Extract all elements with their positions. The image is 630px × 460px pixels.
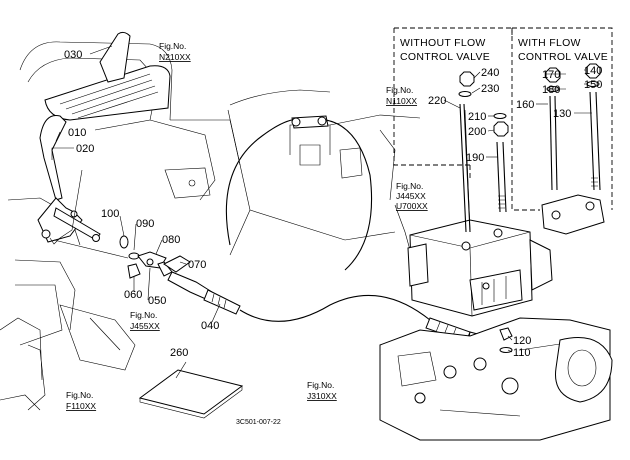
- part-label-150: 150: [584, 79, 602, 91]
- fig-ref-j445-line2: J445XX: [396, 191, 426, 201]
- without-flow-header-line1: WITHOUT FLOW: [400, 37, 486, 49]
- part-label-180: 180: [542, 84, 560, 96]
- part-labels: 030 010 020 100 090 080 070 060 050 040 …: [64, 49, 602, 359]
- figure-references: Fig.No. N210XX Fig.No. N110XX Fig.No. J4…: [66, 41, 428, 411]
- bolt-set-without-flow: [458, 71, 509, 233]
- part-label-040: 040: [201, 320, 219, 332]
- part-label-110: 110: [513, 347, 531, 359]
- fig-ref-j455-line1: Fig.No.: [130, 310, 157, 320]
- operator-manual-260: [138, 369, 244, 419]
- cable-clamp: [291, 115, 329, 129]
- drawing-code: 3C501-007-22: [236, 419, 281, 426]
- fig-ref-n210-line1: Fig.No.: [159, 41, 186, 51]
- part-label-120: 120: [513, 335, 531, 347]
- part-label-050: 050: [148, 295, 166, 307]
- part-label-080: 080: [162, 234, 180, 246]
- part-label-100: 100: [101, 208, 119, 220]
- without-flow-header-line2: CONTROL VALVE: [400, 51, 490, 63]
- fig-ref-n210-line2: N210XX: [159, 52, 191, 62]
- transmission-housing: [379, 317, 613, 441]
- part-label-130: 130: [553, 108, 571, 120]
- part-label-020: 020: [76, 143, 94, 155]
- part-label-170: 170: [542, 69, 560, 81]
- fig-ref-j310-line2: J310XX: [307, 391, 337, 401]
- fig-ref-j445-line3: U700XX: [396, 201, 428, 211]
- part-label-010: 010: [68, 127, 86, 139]
- part-label-230: 230: [481, 83, 499, 95]
- flow-control-valve-cover: [541, 194, 605, 235]
- part-label-090: 090: [136, 218, 154, 230]
- fig-ref-f110-line1: Fig.No.: [66, 390, 93, 400]
- part-label-030: 030: [64, 49, 82, 61]
- fig-ref-j445-line1: Fig.No.: [396, 181, 423, 191]
- part-label-210: 210: [468, 111, 486, 123]
- hydraulic-lever: [37, 114, 101, 243]
- floor-plate-030: [44, 31, 171, 121]
- part-label-160: 160: [516, 99, 534, 111]
- part-label-220: 220: [428, 95, 446, 107]
- with-flow-header-line2: CONTROL VALVE: [518, 51, 608, 63]
- control-valve-block: [407, 219, 553, 317]
- fig-ref-j310-line1: Fig.No.: [307, 380, 334, 390]
- fig-ref-n110-line2: N110XX: [386, 96, 417, 106]
- bolt-set-with-flow: [545, 63, 601, 191]
- part-label-190: 190: [466, 152, 484, 164]
- part-label-140: 140: [584, 65, 602, 77]
- linkage-small-parts: [119, 235, 191, 279]
- fig-ref-j455-line2: J455XX: [130, 321, 160, 331]
- variant-frames: [393, 27, 613, 211]
- part-label-240: 240: [481, 67, 499, 79]
- with-flow-header-line1: WITH FLOW: [518, 37, 581, 49]
- part-label-070: 070: [188, 259, 206, 271]
- fig-ref-f110-line2: F110XX: [66, 401, 96, 411]
- part-label-200: 200: [468, 126, 486, 138]
- part-label-060: 060: [124, 289, 142, 301]
- part-label-260: 260: [170, 347, 188, 359]
- fig-ref-n110-line1: Fig.No.: [386, 85, 413, 95]
- leader-lines: [49, 45, 592, 379]
